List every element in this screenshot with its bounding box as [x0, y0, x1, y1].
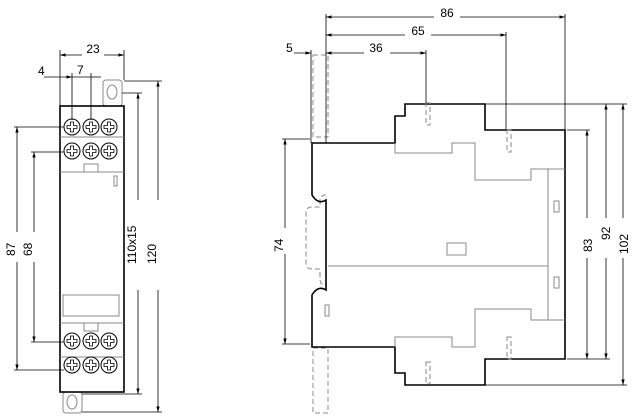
front-view: 23 4 7 87 68 110x15 120	[4, 42, 162, 414]
screw-terminal-icon	[82, 142, 100, 160]
screw-terminal-icon	[82, 118, 100, 136]
screw-terminal-icon	[63, 332, 81, 350]
screw-terminal-icon	[63, 356, 81, 374]
dim-68: 68	[21, 242, 35, 256]
side-view: 86 65 36 5 74 83 92 102	[272, 6, 631, 414]
din-rail-bottom	[312, 347, 329, 414]
screw-terminal-icon	[100, 356, 118, 374]
top-mounting-tab	[102, 79, 123, 107]
dim-23: 23	[86, 42, 100, 56]
dim-5: 5	[286, 41, 293, 55]
dim-74: 74	[272, 238, 286, 252]
screw-terminal-icon	[63, 118, 81, 136]
dim-36: 36	[369, 41, 383, 55]
screw-terminals	[63, 118, 118, 374]
dim-102: 102	[617, 234, 631, 254]
dim-4: 4	[38, 64, 45, 78]
label-window	[62, 294, 120, 317]
screw-terminal-icon	[63, 142, 81, 160]
screw-terminal-icon	[82, 332, 100, 350]
dim-7: 7	[77, 63, 84, 77]
dim-92: 92	[599, 226, 613, 240]
dim-65: 65	[411, 24, 425, 38]
dim-87: 87	[4, 242, 18, 256]
screw-terminal-icon	[82, 356, 100, 374]
dim-120: 120	[145, 244, 159, 264]
dim-86: 86	[440, 6, 454, 20]
screw-terminal-icon	[100, 142, 118, 160]
device-body-side	[311, 103, 566, 386]
dim-110x15: 110x15	[125, 225, 139, 264]
screw-terminal-icon	[100, 332, 118, 350]
din-rail-top	[312, 54, 329, 138]
dim-83: 83	[581, 238, 595, 252]
device-body-front	[59, 105, 125, 393]
screw-terminal-icon	[100, 118, 118, 136]
